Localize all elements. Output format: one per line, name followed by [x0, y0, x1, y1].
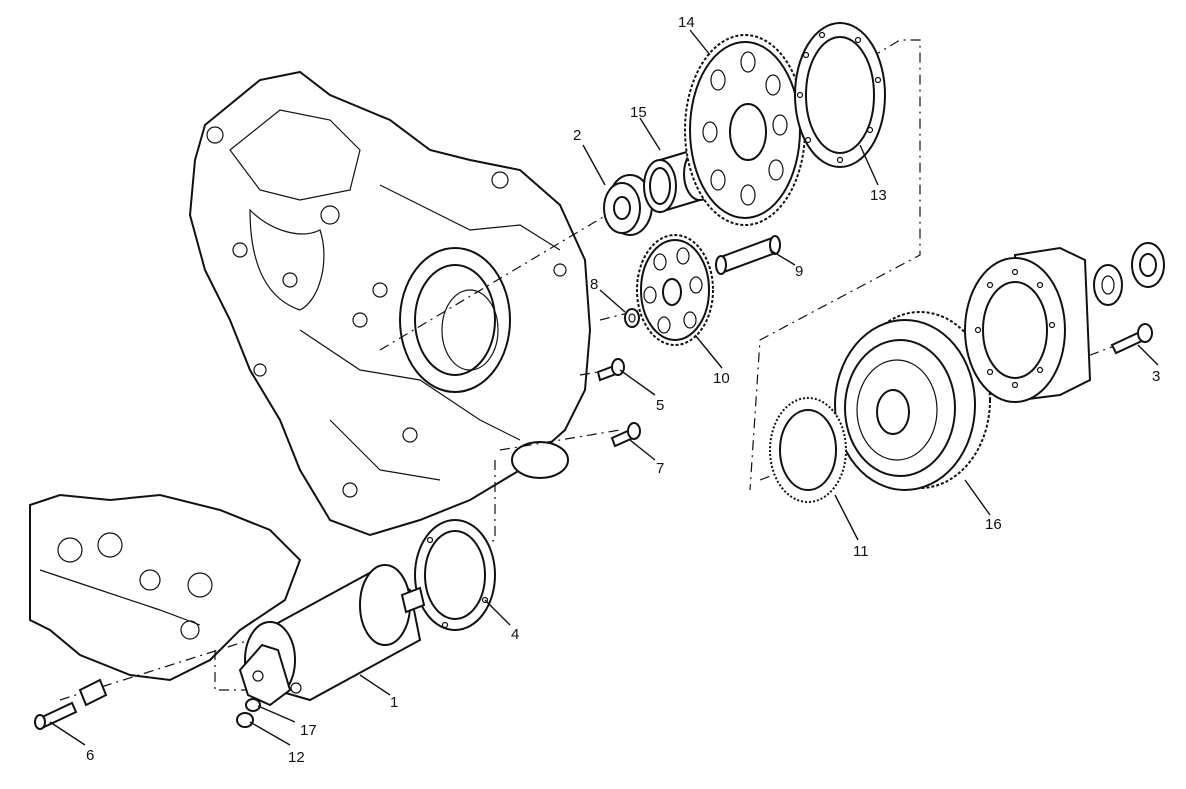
callout-1: 1: [390, 694, 398, 711]
callout-15: 15: [630, 104, 647, 121]
callout-7: 7: [656, 460, 664, 477]
gasket-part-13: [794, 22, 886, 168]
crankcase-lower-fragment: [29, 493, 302, 682]
washer-part-8: [624, 308, 640, 328]
callout-17: 17: [300, 722, 317, 739]
callout-13: 13: [870, 187, 887, 204]
screw-part-5: [596, 358, 625, 382]
nut-right: [1131, 242, 1165, 288]
callout-10: 10: [713, 370, 730, 387]
sprag-clutch-part-11: [769, 397, 847, 503]
idler-gear-part-10: [636, 234, 714, 346]
crankcase-housing: [188, 70, 592, 537]
callout-8: 8: [590, 276, 598, 293]
bolt-part-3: [1110, 323, 1153, 355]
callout-3: 3: [1152, 368, 1160, 385]
starter-motor-part-1: [238, 564, 426, 707]
gasket-part-4: [414, 519, 496, 631]
callout-4: 4: [511, 626, 519, 643]
callout-5: 5: [656, 397, 664, 414]
washer-part-17: [245, 698, 261, 712]
rotor-drum: [964, 246, 1092, 403]
screw-part-7: [610, 422, 641, 448]
callout-2: 2: [573, 127, 581, 144]
callout-12: 12: [288, 749, 305, 766]
callout-16: 16: [985, 516, 1002, 533]
nut-part-12: [236, 712, 254, 728]
callout-9: 9: [795, 263, 803, 280]
callout-labels: 1 2 3 4 5 6 7 8 9 10 11 12 13 14 15 16 1…: [86, 14, 1160, 766]
flywheel-part-16: [834, 311, 991, 491]
callout-6: 6: [86, 747, 94, 764]
shaft-part-9: [715, 235, 781, 275]
callout-14: 14: [678, 14, 695, 31]
leader-lines: [49, 29, 1159, 746]
callout-11: 11: [853, 543, 869, 560]
washer-right: [1093, 264, 1123, 306]
starter-gear-part-14: [684, 34, 806, 226]
bolt-part-6: [34, 678, 108, 730]
